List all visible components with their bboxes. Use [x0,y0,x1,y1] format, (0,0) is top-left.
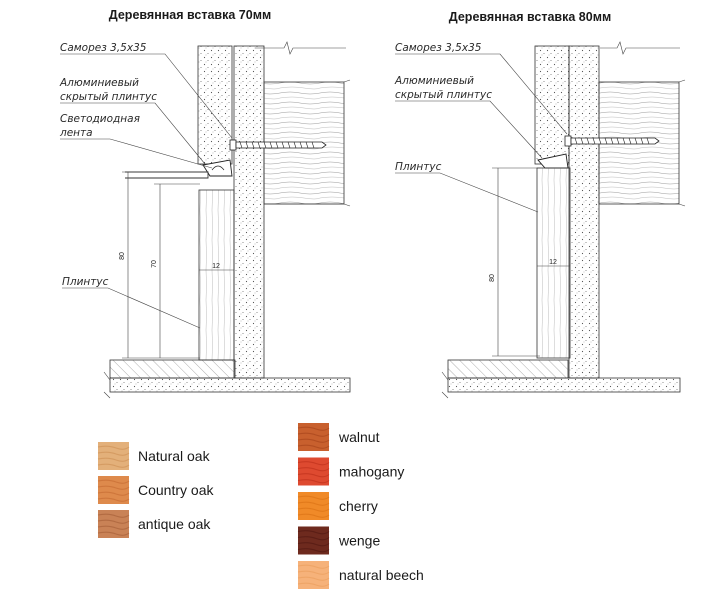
right-floor-slab [447,377,681,393]
right-detail: Деревянная вставка 80мм 80 12 Саморез 3,… [394,10,686,399]
swatch-natural-beech: natural beech [297,561,424,589]
swatch-label-natural-oak: Natural oak [138,448,211,464]
swatch-label-cherry: cherry [339,498,378,514]
svg-text:12: 12 [212,263,220,270]
svg-text:лента: лента [59,127,93,139]
left-floor-slab [109,377,351,393]
swatch-mahogany: mahogany [297,457,404,486]
right-plaster-layer [534,45,570,165]
svg-text:80: 80 [489,274,496,282]
svg-text:Плинтус: Плинтус [395,161,442,173]
svg-text:70: 70 [151,260,158,268]
svg-text:Саморез 3,5х35: Саморез 3,5х35 [60,42,147,54]
right-label-plinth: Плинтус [395,161,539,213]
right-concrete-wall [568,45,600,379]
right-detail-title: Деревянная вставка 80мм [449,10,611,24]
svg-text:скрытый плинтус: скрытый плинтус [60,91,157,103]
swatch-walnut: walnut [297,423,380,451]
svg-text:Саморез 3,5х35: Саморез 3,5х35 [395,42,482,54]
swatch-country-oak: Country oak [97,476,214,504]
swatch-label-mahogany: mahogany [339,464,404,480]
svg-text:Алюминиевый: Алюминиевый [59,77,139,89]
left-dim-80: 80 [119,171,200,359]
left-label-aluminium: Алюминиевый скрытый плинтус [59,77,206,165]
left-plinth-top-edge [125,171,209,179]
left-concrete-wall [233,45,265,379]
svg-text:Плинтус: Плинтус [62,276,109,288]
svg-text:80: 80 [119,252,126,260]
right-label-screw: Саморез 3,5х35 [395,42,568,135]
svg-text:скрытый плинтус: скрытый плинтус [395,89,492,101]
left-led-strip [211,165,225,171]
left-plaster-layer [197,45,233,165]
svg-text:Светодиодная: Светодиодная [60,113,140,125]
swatch-cherry: cherry [297,492,378,520]
left-stud-break [343,79,351,207]
left-screw [229,139,327,151]
right-floor-screed [447,359,569,379]
right-dim-12: 12 [537,259,570,267]
swatch-label-wenge: wenge [338,533,380,549]
swatch-label-natural-beech: natural beech [339,567,424,583]
left-wood-insert [198,189,235,361]
swatch-natural-oak: Natural oak [97,442,211,470]
left-label-led: Светодиодная лента [59,113,213,169]
swatch-wenge: wenge [297,526,380,555]
left-detail: Деревянная вставка 70мм 80 [59,8,351,399]
svg-text:Алюминиевый: Алюминиевый [394,75,474,87]
right-screw [564,135,660,147]
swatch-label-country-oak: Country oak [138,482,214,498]
left-dim-70: 70 [151,183,200,358]
left-detail-title: Деревянная вставка 70мм [109,8,271,22]
right-label-aluminium: Алюминиевый скрытый плинтус [394,75,543,159]
swatch-legend-right: walnut mahogany cherry wenge natural beech [297,423,424,589]
svg-text:12: 12 [549,259,557,266]
swatch-antique-oak: antique oak [97,510,211,538]
right-dim-80: 80 [489,167,540,357]
left-label-screw: Саморез 3,5х35 [60,42,233,139]
left-label-plinth: Плинтус [62,276,201,329]
swatch-label-antique-oak: antique oak [138,516,211,532]
right-wood-insert [536,167,571,359]
swatch-label-walnut: walnut [338,429,380,445]
right-wall-break-line [600,41,680,55]
left-dim-12: 12 [199,263,234,271]
left-floor-screed [109,359,236,379]
left-wall-break-line [255,41,346,55]
